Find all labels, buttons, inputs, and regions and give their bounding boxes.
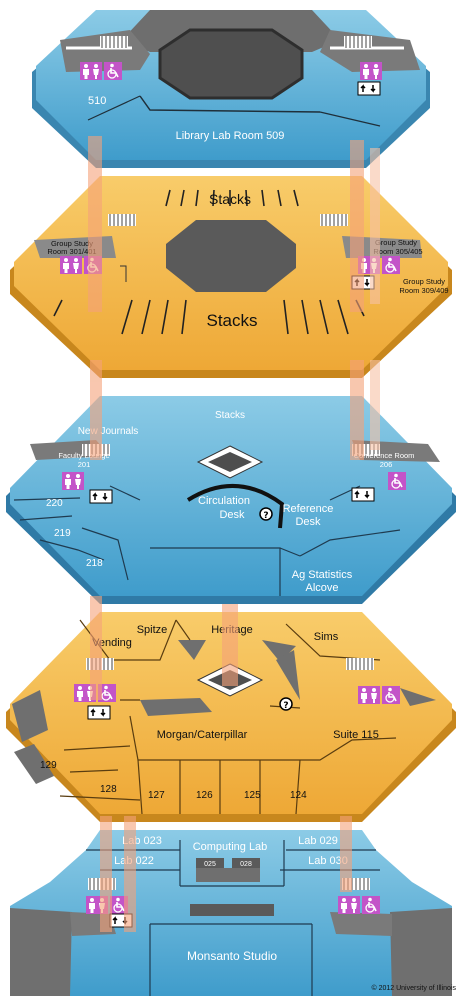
group-study-right2-2: Room 309/409 <box>399 286 448 295</box>
info-icon: ? <box>259 507 273 521</box>
room-219: 219 <box>54 528 71 539</box>
group-study-left-1: Group Study <box>51 239 93 248</box>
stacks-bottom-label: Stacks <box>206 311 257 330</box>
ag-stats-label-2: Alcove <box>305 582 338 594</box>
circulation-label-1: Circulation <box>198 495 250 507</box>
room-128: 128 <box>100 784 117 795</box>
lab-029-label: Lab 029 <box>298 835 338 847</box>
new-journals-label: New Journals <box>78 426 139 437</box>
wheelchair-icon <box>103 61 123 81</box>
sims-label: Sims <box>314 631 339 643</box>
group-study-right-2: Room 305/405 <box>373 247 422 256</box>
wheelchair-icon <box>387 471 407 491</box>
library-lab-label: Library Lab Room 509 <box>176 130 285 142</box>
restroom-icon <box>338 896 360 914</box>
wheelchair-icon <box>381 685 401 705</box>
floor-basement: Lab 023 Lab 022 Lab 029 Lab 030 Computin… <box>10 830 452 996</box>
restroom-icon <box>60 256 82 274</box>
faculty-lounge-label: Faculty Lounge <box>58 451 109 460</box>
floor-fifth: 510 Library Lab Room 509 <box>32 10 430 168</box>
floor-fourth: Stacks Stacks Group Study Room 301/401 G… <box>10 176 452 378</box>
spitze-label: Spitze <box>137 624 168 636</box>
room-028: 028 <box>240 861 252 868</box>
floor-first: ? Spitze Heritage Vending Sims Morgan/Ca… <box>6 612 456 822</box>
copyright-text: © 2012 University of Illinois <box>371 984 456 992</box>
reference-label-1: Reference <box>283 503 334 515</box>
restroom-icon <box>62 472 84 490</box>
room-025: 025 <box>204 861 216 868</box>
elevator-shafts <box>88 136 380 932</box>
stacks-top-label: Stacks <box>209 191 251 207</box>
room-129: 129 <box>40 760 57 771</box>
group-study-right2-1: Group Study <box>403 277 445 286</box>
lab-030-label: Lab 030 <box>308 855 348 867</box>
wheelchair-icon <box>361 895 381 915</box>
suite-label: Suite 115 <box>333 729 379 741</box>
faculty-lounge-num: 201 <box>78 460 91 469</box>
restroom-icon <box>360 62 382 80</box>
computing-lab-label: Computing Lab <box>193 841 268 853</box>
conference-room-num: 206 <box>380 460 393 469</box>
elevator-icon <box>351 487 375 502</box>
svg-text:?: ? <box>283 701 288 711</box>
reference-label-2: Desk <box>295 516 321 528</box>
elevator-icon <box>89 489 113 504</box>
circulation-label-2: Desk <box>219 509 245 521</box>
conference-room-label: Conference Room <box>354 451 415 460</box>
stacks-second-label: Stacks <box>215 410 245 421</box>
stacks-shelves-top <box>165 189 299 207</box>
restroom-icon <box>80 62 102 80</box>
ag-stats-label-1: Ag Statistics <box>292 569 353 581</box>
wheelchair-icon <box>381 255 401 275</box>
room-220: 220 <box>46 498 63 509</box>
room-127: 127 <box>148 790 165 801</box>
morgan-label: Morgan/Caterpillar <box>157 729 248 741</box>
room-126: 126 <box>196 790 213 801</box>
restroom-icon <box>358 686 380 704</box>
vending-label: Vending <box>92 637 132 649</box>
floor-second: ? Stacks New Journals Faculty Lounge 201… <box>6 396 456 604</box>
group-study-left-2: Room 301/401 <box>47 247 96 256</box>
room-125: 125 <box>244 790 261 801</box>
group-study-right-1: Group Study <box>375 238 417 247</box>
room-124: 124 <box>290 790 307 801</box>
info-icon: ? <box>279 697 293 711</box>
elevator-icon <box>357 81 381 96</box>
room-218: 218 <box>86 558 103 569</box>
elevator-icon <box>87 705 111 720</box>
svg-text:?: ? <box>263 511 268 521</box>
room-510: 510 <box>88 95 106 107</box>
monsanto-label: Monsanto Studio <box>187 949 277 963</box>
